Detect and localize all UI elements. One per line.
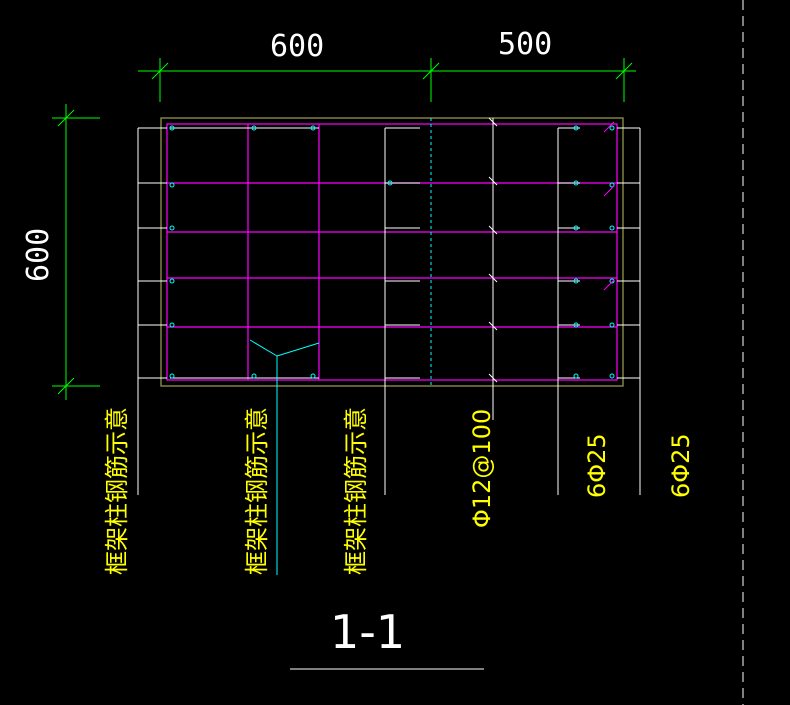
rebar-dots — [169, 125, 615, 379]
section-title: 1-1 — [330, 605, 405, 659]
left-dimension — [52, 104, 100, 400]
top-dimension — [138, 58, 636, 102]
leader-line — [249, 339, 320, 575]
label-frame-column-1: 框架柱钢筋示意 — [103, 407, 131, 575]
label-rebar-spec-2: 6Φ25 — [667, 433, 695, 498]
dimension-600-left: 600 — [21, 228, 56, 282]
rebar-ticks — [488, 117, 498, 383]
rebar-lines — [137, 118, 641, 495]
label-stirrup-spec: Φ12@100 — [468, 409, 496, 528]
label-rebar-spec-1: 6Φ25 — [583, 433, 611, 498]
dimension-500-top: 500 — [498, 27, 552, 62]
dimension-600-top: 600 — [270, 29, 324, 64]
rebar-ticks-magenta — [603, 121, 615, 291]
column-outline — [160, 117, 624, 387]
label-frame-column-2: 框架柱钢筋示意 — [243, 407, 271, 575]
stirrup-grid — [166, 123, 618, 381]
label-frame-column-3: 框架柱钢筋示意 — [342, 407, 370, 575]
